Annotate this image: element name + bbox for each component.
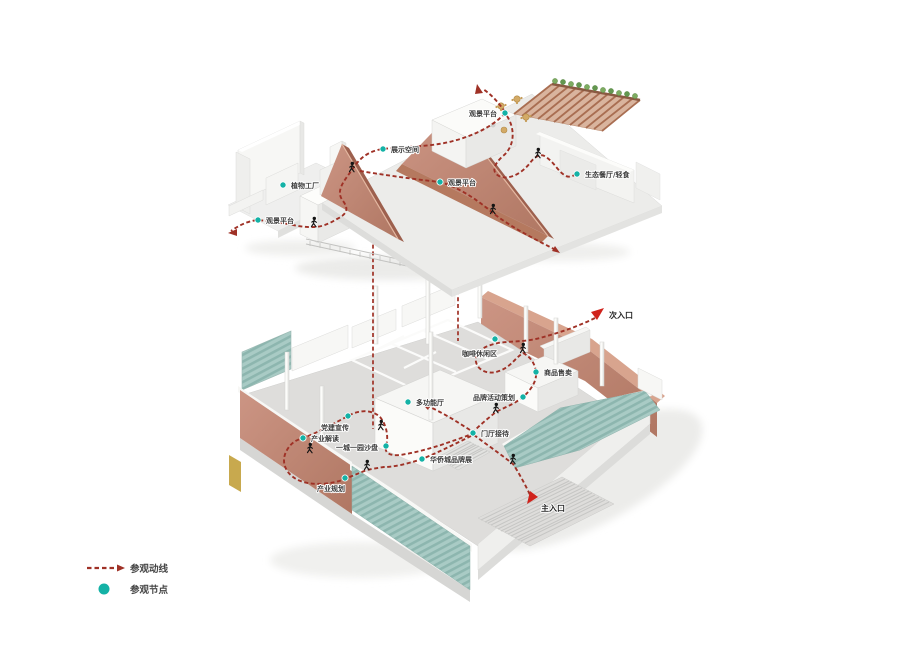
- route-arrowhead-icon: [475, 84, 483, 94]
- node-label: 产业规划: [317, 484, 345, 493]
- exterior-stairs: [477, 476, 615, 547]
- plate-edge: [322, 203, 452, 297]
- node-dot: [404, 398, 412, 406]
- main-entrance-arrow-icon: [527, 491, 538, 504]
- legend-node-label: 参观节点: [129, 584, 169, 596]
- route-arrowhead-icon: [422, 404, 431, 410]
- node-dot: [279, 181, 287, 189]
- node-dot: [418, 455, 426, 463]
- node-label: 观景平台: [469, 109, 497, 118]
- secondary-entrance-label: 次入口: [609, 310, 633, 320]
- route-path: [283, 410, 472, 485]
- node-label: 植物工厂: [290, 181, 319, 190]
- legend-route-item: 参观动线: [87, 563, 169, 575]
- route-arrowhead-icon: [552, 246, 560, 253]
- node-dot: [519, 393, 527, 401]
- node-label: 品牌活动策划: [473, 393, 515, 402]
- legend-route-arrowhead-icon: [117, 564, 125, 572]
- node-dot: [341, 474, 349, 482]
- node-label: 展示空间: [390, 145, 419, 154]
- yellow-wall: [229, 455, 241, 492]
- node-label: 商品售卖: [544, 368, 572, 377]
- node-label: 观景平台: [266, 216, 294, 225]
- node-label: 华侨城品牌展: [430, 455, 473, 464]
- node-dot: [436, 178, 444, 186]
- wave-glass-facade: [351, 465, 471, 591]
- route-arrowhead-icon: [228, 229, 237, 236]
- route-nodes: 观景平台 展示空间 植物工厂 观景平台 生态餐厅/轻食 观景平台 咖啡休闲区 商…: [254, 108, 632, 494]
- node-label: 生态餐厅/轻食: [585, 170, 631, 179]
- route-path: [472, 317, 596, 433]
- node-dot: [379, 145, 387, 153]
- node-label: 咖啡休闲区: [462, 349, 497, 358]
- brick-ramp-small: [321, 143, 404, 242]
- legend-node-item: 参观节点: [98, 583, 169, 596]
- node-dot: [573, 170, 581, 178]
- secondary-entrance-arrow-icon: [591, 308, 604, 320]
- upper-right-model: [490, 78, 661, 204]
- node-dot: [469, 429, 477, 437]
- columns: [284, 271, 605, 443]
- nw-wall: [291, 324, 349, 372]
- node-dot: [344, 412, 352, 420]
- node-label: 党建宣传: [321, 423, 349, 432]
- restaurant-walls: [536, 131, 661, 204]
- pergola-roof: [513, 78, 641, 132]
- node-label: 一城一园沙盘: [336, 443, 378, 452]
- node-label: 产业解读: [311, 434, 339, 443]
- entrance-markers: 次入口 主入口: [527, 308, 634, 514]
- route-path: [230, 112, 506, 232]
- node-label: 多功能厅: [416, 398, 444, 407]
- node-dot: [382, 442, 390, 450]
- route-path: [482, 88, 506, 113]
- small-room-volume: [504, 355, 579, 413]
- glass-panel: [241, 330, 292, 391]
- node-dot: [491, 335, 499, 343]
- circulation-routes: [228, 84, 596, 498]
- node-dot: [532, 368, 540, 376]
- east-corner-wall: [637, 367, 663, 401]
- plinth: [240, 438, 470, 602]
- legend-node-dot: [98, 583, 110, 595]
- interior-stairs: [435, 440, 491, 471]
- node-dot: [254, 216, 262, 224]
- node-dot: [501, 109, 509, 117]
- main-entrance-label: 主入口: [541, 503, 565, 513]
- legend-route-label: 参观动线: [129, 563, 169, 575]
- node-label: 观景平台: [448, 178, 476, 187]
- lower-level-model: [229, 271, 665, 602]
- roof-plants: [552, 78, 638, 99]
- node-label: 门厅接待: [481, 429, 509, 438]
- node-dot: [299, 434, 307, 442]
- route-path: [473, 434, 532, 498]
- legend: 参观动线 参观节点: [87, 563, 169, 596]
